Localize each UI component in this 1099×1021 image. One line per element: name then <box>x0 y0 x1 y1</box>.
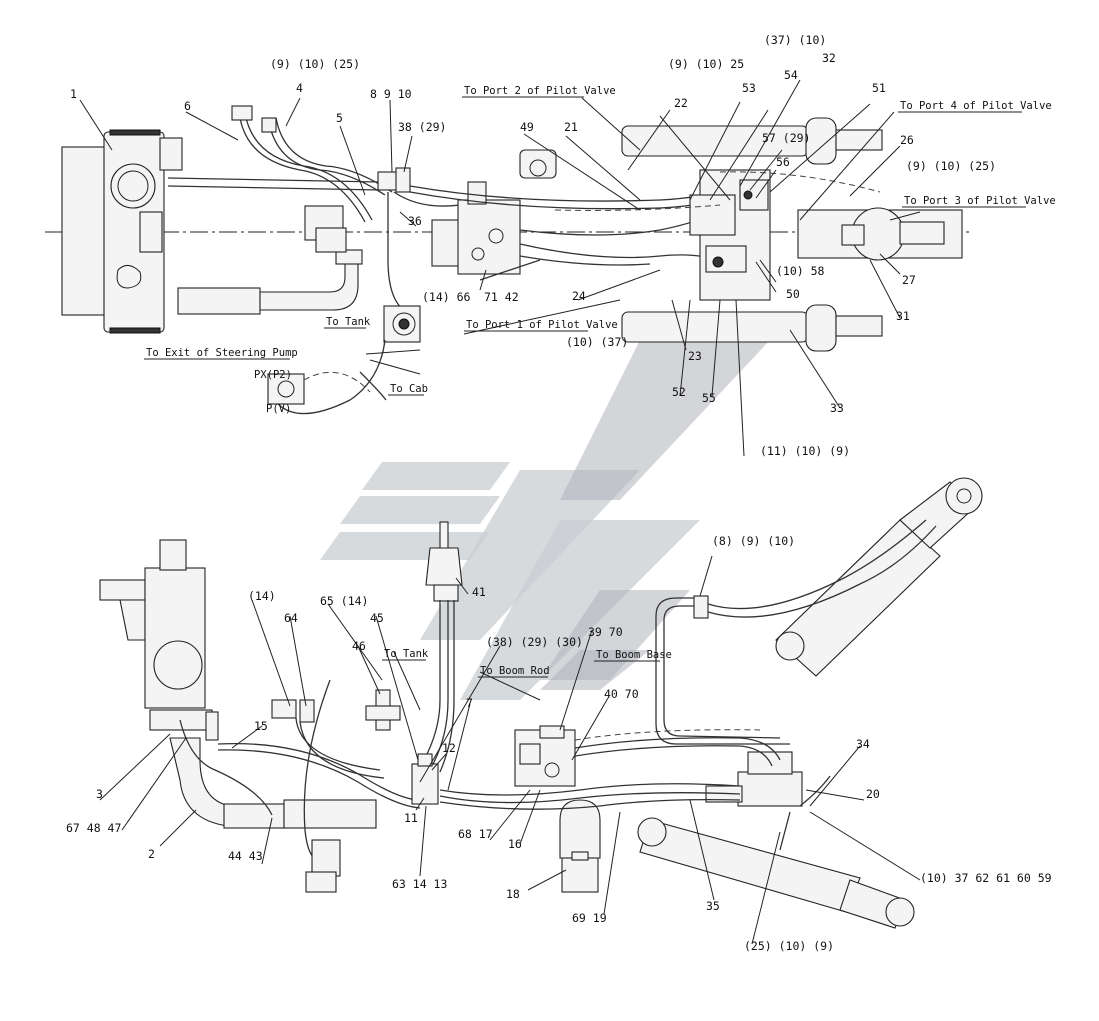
caption-to-boom-base: To Boom Base <box>596 649 672 661</box>
main-valve-bottom <box>514 725 576 787</box>
captions: To Port 2 of Pilot Valve To Port 4 of Pi… <box>146 85 1056 677</box>
callout-9-10-25-c: (9) (10) (25) <box>906 159 996 173</box>
callout-38-29: 38 (29) <box>398 120 446 134</box>
callout-39-70: 39 70 <box>588 625 623 639</box>
callout-41: 41 <box>472 585 486 599</box>
caption-pv: P(V) <box>266 403 291 415</box>
caption-exit-steering-pump: To Exit of Steering Pump <box>146 347 298 359</box>
central-valve-cluster <box>689 169 771 301</box>
pilot-joystick <box>423 521 463 773</box>
callout-32: 32 <box>822 51 836 65</box>
callout-49: 49 <box>520 120 534 134</box>
callout-9-10-25-b: (9) (10) 25 <box>668 57 744 71</box>
callout-14-66: (14) 66 <box>422 290 471 304</box>
callout-44-43: 44 43 <box>228 849 263 863</box>
caption-port-2: To Port 2 of Pilot Valve <box>464 85 616 97</box>
caption-port-4: To Port 4 of Pilot Valve <box>900 100 1052 112</box>
callout-35: 35 <box>706 899 720 913</box>
callout-1: 1 <box>70 87 77 101</box>
callout-40-70: 40 70 <box>604 687 639 701</box>
callout-65-14: 65 (14) <box>320 594 368 608</box>
callout-6: 6 <box>184 99 191 113</box>
watermark-logo <box>320 340 770 700</box>
cylinder-31 <box>797 207 963 261</box>
callout-15: 15 <box>254 719 268 733</box>
callout-21: 21 <box>564 120 578 134</box>
caption-px-p2: PX(P2) <box>254 369 292 381</box>
callout-33: 33 <box>830 401 844 415</box>
caption-to-cab: To Cab <box>390 383 428 395</box>
callout-51: 51 <box>872 81 886 95</box>
callout-14-a: (14) <box>248 589 276 603</box>
engine-gearbox-part-1 <box>61 129 183 334</box>
callout-11: 11 <box>404 811 418 825</box>
callout-20: 20 <box>866 787 880 801</box>
callout-69-19: 69 19 <box>572 911 607 925</box>
cylinder-32 <box>621 117 883 165</box>
callout-12: 12 <box>442 741 456 755</box>
callout-54: 54 <box>784 68 798 82</box>
caption-to-boom-rod: To Boom Rod <box>480 665 550 677</box>
callout-67-48-47: 67 48 47 <box>66 821 121 835</box>
boom-cylinder-lower <box>637 775 915 929</box>
callout-10-37-62-61-60-59: (10) 37 62 61 60 59 <box>920 871 1052 885</box>
callout-8-9-10-b: (8) (9) (10) <box>712 534 795 548</box>
callout-46: 46 <box>352 639 366 653</box>
main-valve-block <box>431 181 521 275</box>
callout-26: 26 <box>900 133 914 147</box>
callout-27: 27 <box>902 273 916 287</box>
boom-cylinder-upper <box>707 477 983 677</box>
callouts-top: 1 6 (9) (10) (25) 4 5 8 9 10 38 (29) 36 … <box>70 33 996 458</box>
callout-18: 18 <box>506 887 520 901</box>
callout-71-42: 71 42 <box>484 290 519 304</box>
callout-10-37-b: (10) (37) <box>566 335 628 349</box>
callout-57-29: 57 (29) <box>762 131 810 145</box>
callout-56: 56 <box>776 155 790 169</box>
callout-68-17: 68 17 <box>458 827 493 841</box>
caption-underlines <box>144 96 1026 678</box>
caption-port-1: To Port 1 of Pilot Valve <box>466 319 618 331</box>
callout-23: 23 <box>688 349 702 363</box>
accumulator <box>559 799 601 893</box>
callout-2: 2 <box>148 847 155 861</box>
callout-leaders <box>79 79 921 945</box>
callout-11-10-9: (11) (10) (9) <box>760 444 850 458</box>
callout-10-58: (10) 58 <box>776 264 825 278</box>
callout-50: 50 <box>786 287 800 301</box>
callout-55: 55 <box>702 391 716 405</box>
callout-7: 7 <box>466 696 473 710</box>
callout-63-14-13: 63 14 13 <box>392 877 447 891</box>
callout-4: 4 <box>296 81 303 95</box>
caption-port-3: To Port 3 of Pilot Valve <box>904 195 1056 207</box>
callout-5: 5 <box>336 111 343 125</box>
caption-to-tank-bottom: To Tank <box>384 648 429 660</box>
callout-16: 16 <box>508 837 522 851</box>
callouts-bottom: 3 67 48 47 2 44 43 (14) 64 15 65 (14) 46… <box>66 534 1052 953</box>
callout-53: 53 <box>742 81 756 95</box>
callout-52: 52 <box>672 385 686 399</box>
callout-45: 45 <box>370 611 384 625</box>
callout-37-10-a: (37) (10) <box>764 33 826 47</box>
callout-9-10-25-a: (9) (10) (25) <box>270 57 360 71</box>
cylinder-33 <box>621 304 883 352</box>
callout-25-10-9: (25) (10) (9) <box>744 939 834 953</box>
steering-pump <box>267 339 387 415</box>
callout-31: 31 <box>896 309 910 323</box>
callout-8-9-10: 8 9 10 <box>370 87 412 101</box>
tank-part-3 <box>99 539 219 741</box>
callout-64: 64 <box>284 611 298 625</box>
callout-38-29-30: (38) (29) (30) <box>486 635 583 649</box>
callout-24: 24 <box>572 289 586 303</box>
caption-to-tank-top: To Tank <box>326 316 371 328</box>
callout-3: 3 <box>96 787 103 801</box>
callout-22: 22 <box>674 96 688 110</box>
callout-34: 34 <box>856 737 870 751</box>
callout-36: 36 <box>408 214 422 228</box>
